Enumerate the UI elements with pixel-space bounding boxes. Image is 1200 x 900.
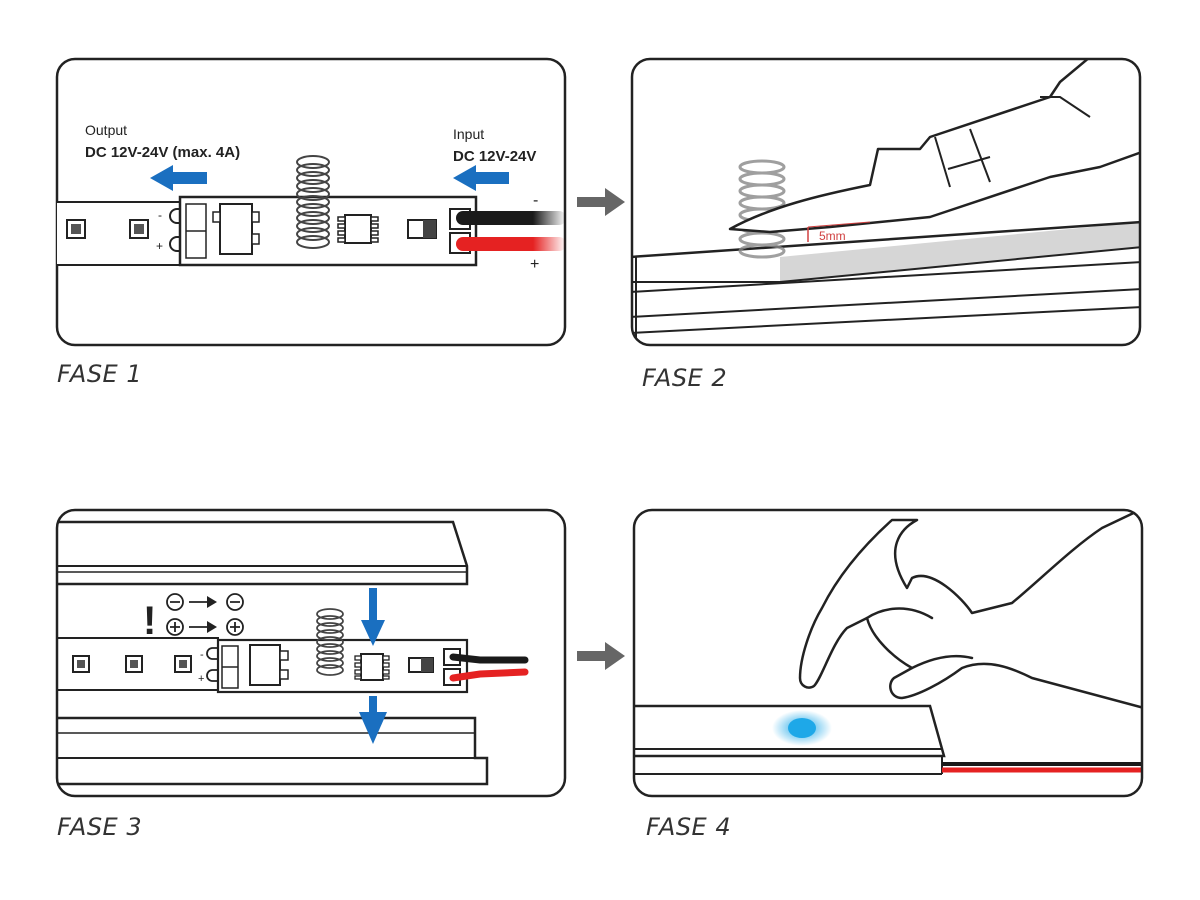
blue-arrow-icon xyxy=(150,165,207,191)
blue-arrow-icon xyxy=(359,696,387,744)
phase-2-caption: FASE 2 xyxy=(642,364,728,392)
led-chip xyxy=(66,219,86,239)
input-label: Input xyxy=(453,126,484,142)
gray-arrow-icon xyxy=(577,188,625,216)
hand-icon xyxy=(728,59,1140,234)
spring-icon xyxy=(296,155,330,249)
output-spec: DC 12V-24V (max. 4A) xyxy=(85,144,240,161)
black-wire xyxy=(449,653,529,664)
phase-3-panel: - + xyxy=(55,508,567,798)
red-wire xyxy=(449,668,529,682)
phase-1-caption: FASE 1 xyxy=(57,360,143,388)
minus-sign: - xyxy=(533,192,538,209)
polarity-minus-row xyxy=(166,593,244,611)
phase-1-panel: Output DC 12V-24V (max. 4A) Input DC 12V… xyxy=(55,57,567,347)
polarity-plus-row xyxy=(166,618,244,636)
led-chip xyxy=(129,219,149,239)
touch-light-icon xyxy=(788,718,816,738)
touch-controller xyxy=(216,638,469,694)
phase-4-caption: FASE 4 xyxy=(646,813,732,841)
led-chip xyxy=(125,655,143,673)
gap-dimension-label: 5mm xyxy=(819,229,846,243)
phase-2-panel: 5mm xyxy=(630,57,1142,347)
strip-plus-sign: + xyxy=(156,239,163,253)
strip-minus-sign: - xyxy=(200,649,204,661)
plus-sign: + xyxy=(530,256,539,273)
hand-icon xyxy=(798,510,1142,710)
input-spec: DC 12V-24V xyxy=(453,148,536,165)
blue-arrow-icon xyxy=(453,165,509,191)
blue-arrow-icon xyxy=(361,588,385,646)
red-wire xyxy=(456,237,566,251)
phase-4-panel xyxy=(632,508,1144,798)
strip-minus-sign: - xyxy=(158,208,162,222)
black-wire xyxy=(456,211,566,225)
spring-icon xyxy=(316,608,344,676)
led-chip xyxy=(72,655,90,673)
output-label: Output xyxy=(85,122,127,138)
led-chip xyxy=(174,655,192,673)
strip-plus-sign: + xyxy=(198,673,204,685)
phase-3-caption: FASE 3 xyxy=(57,813,143,841)
warning-mark: ! xyxy=(143,599,156,643)
gray-arrow-icon xyxy=(577,642,625,670)
